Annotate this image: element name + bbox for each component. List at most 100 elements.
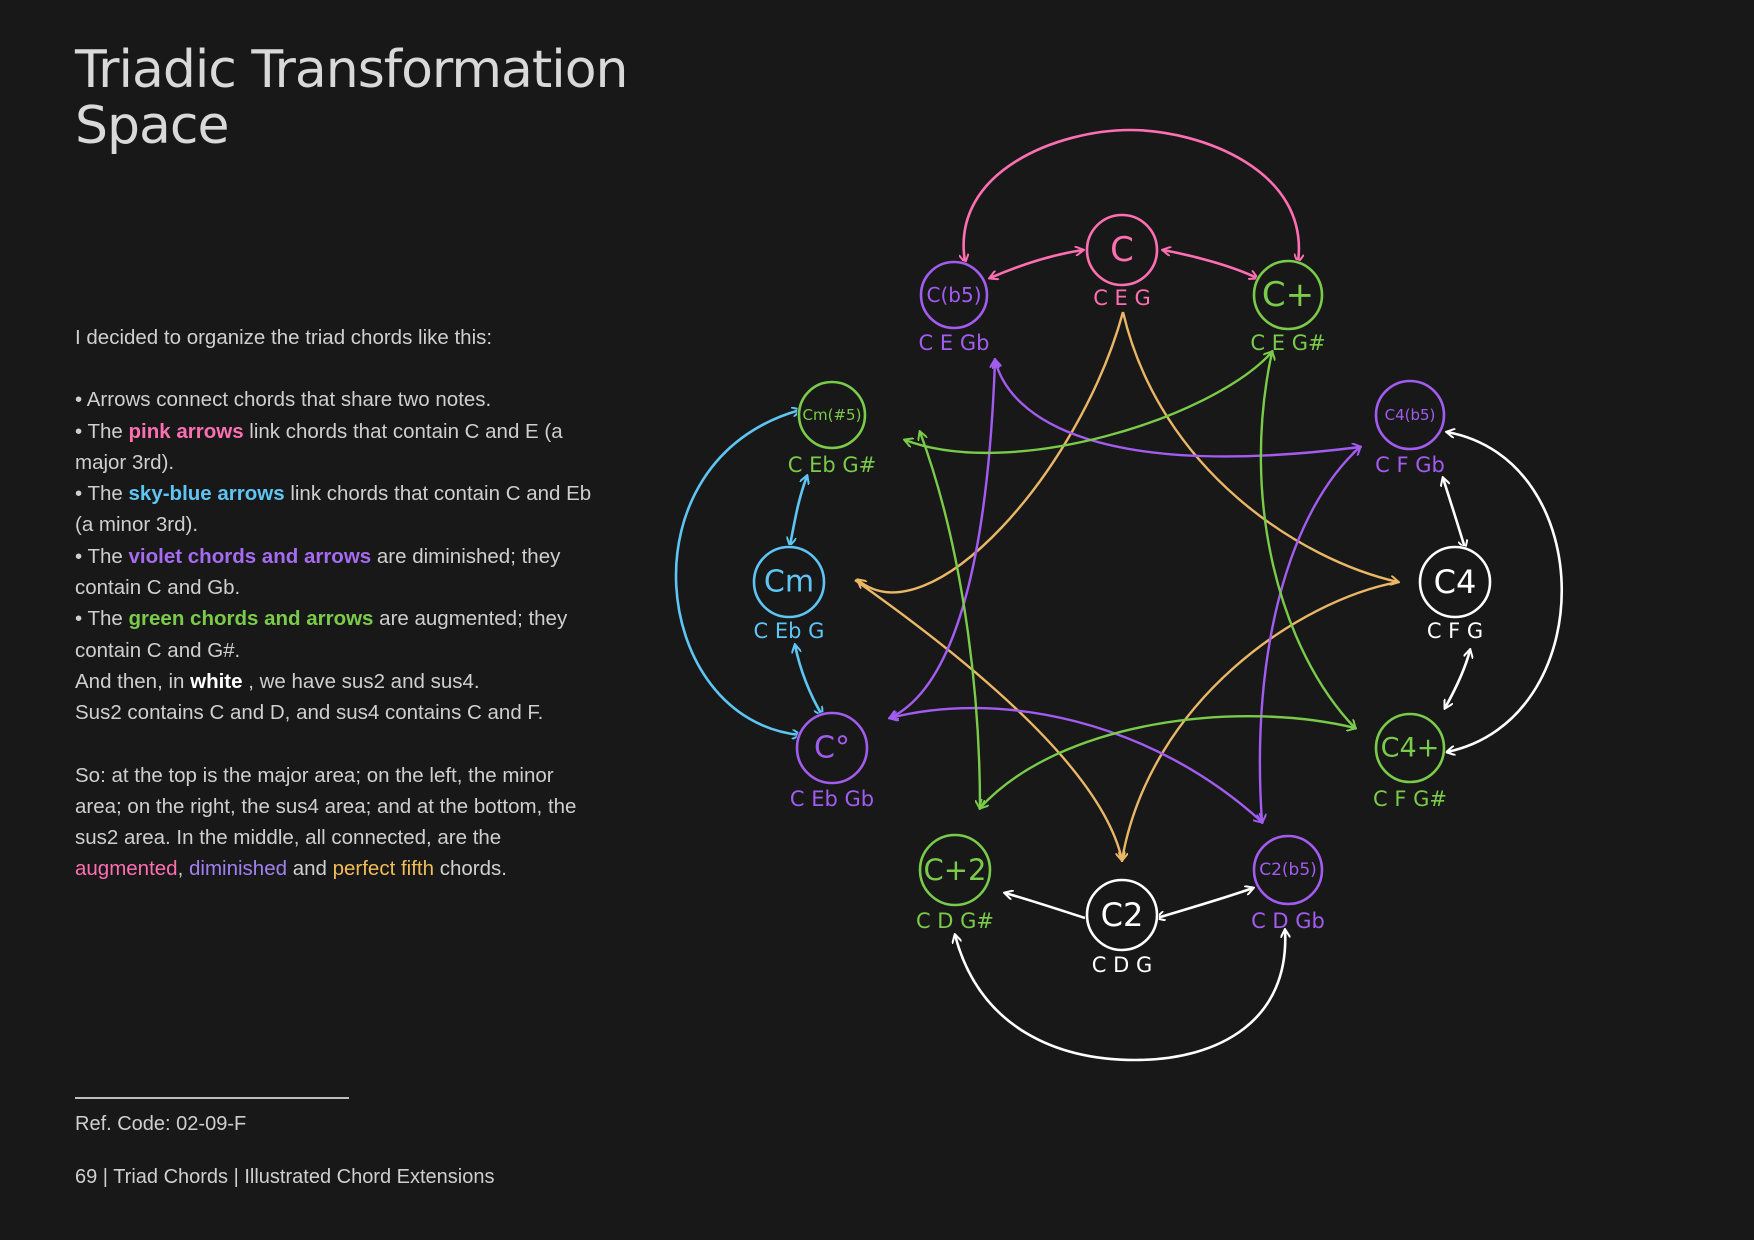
node-circle bbox=[1085, 878, 1159, 952]
highlight-white: white bbox=[190, 669, 243, 693]
text: • The bbox=[75, 607, 129, 631]
arrow-sky bbox=[674, 410, 800, 735]
augmented-arrows bbox=[905, 352, 1355, 808]
node-backdrop bbox=[1374, 712, 1446, 784]
highlight-pink: pink arrows bbox=[128, 419, 244, 443]
chord-notes: C E G# bbox=[1250, 331, 1325, 355]
word-diminished: diminished bbox=[189, 857, 287, 881]
node-circle bbox=[918, 833, 992, 907]
node-circle bbox=[919, 260, 989, 330]
arrow-white bbox=[1445, 650, 1470, 708]
sus-arrows bbox=[955, 432, 1564, 1062]
node-circle bbox=[1252, 834, 1324, 906]
arrow-orange bbox=[854, 579, 1122, 860]
text: • The bbox=[75, 482, 129, 506]
chord-notes: C D G# bbox=[916, 909, 994, 933]
text: are augmented; they contain C and G#. bbox=[75, 607, 568, 662]
node-backdrop bbox=[1252, 834, 1324, 906]
intro-text: I decided to organize the triad chords l… bbox=[75, 326, 493, 349]
chord-node-c4aug: C4+ C F G# bbox=[1373, 712, 1447, 811]
chord-name: C+2 bbox=[924, 853, 987, 887]
description: I decided to organize the triad chords l… bbox=[75, 322, 605, 885]
fifth-star-arrows bbox=[854, 311, 1398, 860]
major-arrows bbox=[964, 128, 1299, 278]
chord-notes: C Eb Gb bbox=[790, 787, 874, 811]
highlight-violet: violet chords and arrows bbox=[128, 544, 372, 568]
page-footer: 69 | Triad Chords | Illustrated Chord Ex… bbox=[75, 1166, 495, 1188]
arrow-sky bbox=[790, 476, 807, 545]
node-backdrop bbox=[752, 545, 826, 619]
node-backdrop bbox=[1374, 379, 1446, 451]
chord-notes: C F G bbox=[1427, 619, 1483, 643]
highlight-sky: sky-blue arrows bbox=[128, 482, 285, 506]
chord-name: C4 bbox=[1434, 563, 1477, 601]
chord-notes: C F Gb bbox=[1375, 453, 1445, 477]
chord-node-cmaug: Cm(#5)C Eb G# bbox=[788, 380, 876, 477]
arrow-white bbox=[1005, 893, 1086, 920]
ref-code: Ref. Code: 02-09-F bbox=[75, 1113, 247, 1135]
word-perfect-fifth: perfect fifth bbox=[332, 857, 435, 881]
arrow-pink bbox=[990, 250, 1083, 278]
chord-name: C4(b5) bbox=[1385, 406, 1436, 424]
chord-notes: C Eb G bbox=[754, 619, 825, 643]
chord-name: C2 bbox=[1101, 896, 1144, 934]
arrow-violet bbox=[890, 360, 995, 718]
page-title: Triadic Transformation Space bbox=[75, 42, 695, 154]
chord-notes: C D G bbox=[1092, 953, 1152, 977]
arrow-white bbox=[955, 930, 1285, 1062]
chord-notes: C F G# bbox=[1373, 787, 1447, 811]
bullet-green: • The green chords and arrows are augmen… bbox=[75, 603, 605, 666]
arrow-violet bbox=[890, 706, 1262, 822]
node-backdrop bbox=[1085, 213, 1159, 287]
node-backdrop bbox=[919, 260, 989, 330]
chord-notes: C D Gb bbox=[1251, 909, 1325, 933]
chord-nodes: CC E GC(b5)C E GbC+C E G#Cm(#5)C Eb G#Cm… bbox=[752, 213, 1492, 977]
text: chords. bbox=[434, 857, 507, 881]
arrow-white bbox=[1157, 888, 1253, 918]
chord-node-c: CC E G bbox=[1085, 213, 1159, 310]
chord-node-c2: C2 C D G bbox=[1085, 878, 1159, 977]
text: So: at the top is the major area; on the… bbox=[75, 763, 577, 850]
chord-node-c4: C4 C F G bbox=[1418, 545, 1492, 643]
node-backdrop bbox=[1418, 545, 1492, 619]
chord-name: C° bbox=[814, 731, 850, 766]
text: And then, in bbox=[75, 669, 191, 693]
arrow-white bbox=[1443, 478, 1465, 548]
chord-node-c2aug: C+2 C D G# bbox=[916, 833, 994, 933]
arrow-pink bbox=[964, 128, 1299, 262]
node-circle bbox=[752, 545, 826, 619]
summary-paragraph: So: at the top is the major area; on the… bbox=[75, 760, 605, 885]
chord-node-cdim: C° C Eb Gb bbox=[790, 711, 874, 811]
divider bbox=[75, 1097, 349, 1099]
chord-name: C bbox=[1110, 230, 1134, 270]
text: , bbox=[177, 857, 189, 881]
node-backdrop bbox=[795, 711, 869, 785]
text: • The bbox=[75, 544, 129, 568]
arrow-white bbox=[1447, 432, 1564, 752]
text: , we have sus2 and sus4. bbox=[242, 669, 480, 693]
text: and bbox=[287, 857, 333, 881]
node-circle bbox=[1374, 379, 1446, 451]
chord-name: C2(b5) bbox=[1259, 860, 1317, 880]
highlight-green: green chords and arrows bbox=[128, 607, 374, 631]
node-backdrop bbox=[797, 380, 867, 450]
word-augmented: augmented bbox=[75, 857, 178, 881]
chord-name: Cm(#5) bbox=[803, 406, 862, 424]
node-circle bbox=[1418, 545, 1492, 619]
arrow-green bbox=[1259, 352, 1355, 728]
bullet-violet: • The violet chords and arrows are dimin… bbox=[75, 541, 605, 604]
title-line-1: Triadic Transformation bbox=[75, 40, 629, 100]
chord-name: C4+ bbox=[1381, 733, 1440, 764]
line-sus: Sus2 contains C and D, and sus4 contains… bbox=[75, 701, 544, 725]
chord-node-c4b5: C4(b5) C F Gb bbox=[1374, 379, 1446, 477]
node-backdrop bbox=[1085, 878, 1159, 952]
bullet-sky: • The sky-blue arrows link chords that c… bbox=[75, 478, 605, 541]
arrow-violet bbox=[995, 360, 1360, 458]
chord-name: C+ bbox=[1262, 275, 1314, 315]
node-backdrop bbox=[1252, 259, 1324, 331]
text: • The bbox=[75, 419, 129, 443]
bullet-arrows: • Arrows connect chords that share two n… bbox=[75, 388, 492, 412]
text: are diminished; they contain C and Gb. bbox=[75, 544, 561, 600]
chord-node-cm: CmC Eb G bbox=[752, 545, 826, 643]
